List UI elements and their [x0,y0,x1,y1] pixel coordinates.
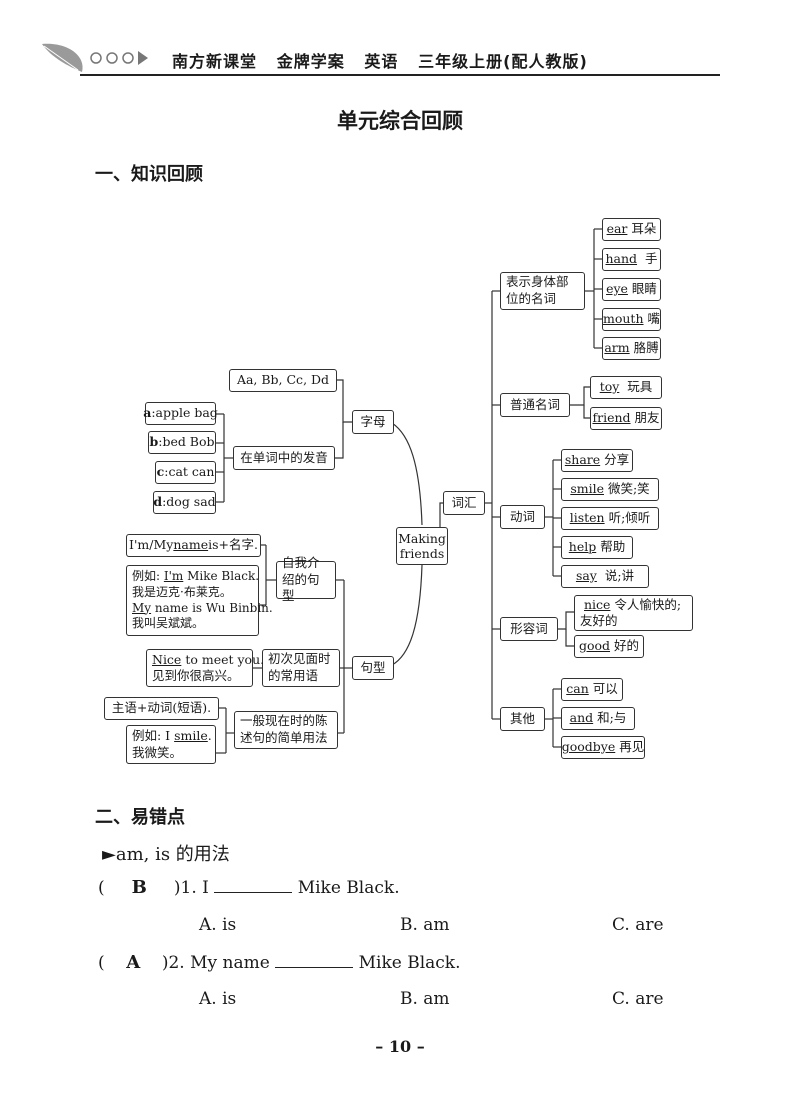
question-2: ( A )2. My name Mike Black. [98,952,461,973]
feather-logo-icon [42,43,148,72]
section-heading-mistakes: 二、易错点 [95,807,185,828]
word-toy: toy 玩具 [590,376,662,399]
topic-am-is: ►am, is 的用法 [102,844,230,865]
simple-present-example: 例如: I smile. 我微笑。 [126,725,216,764]
answer-1: B [131,877,147,898]
mind-map-connectors [216,228,602,754]
question-1: ( B )1. I Mike Black. [98,877,400,898]
q2-option-c: C. are [612,989,664,1009]
sound-d: d:dog sad [153,491,216,514]
word-good: good 好的 [574,635,644,658]
simple-present-pattern: 主语+动词(短语). [104,697,219,720]
header-divider [80,74,720,76]
blank-2[interactable] [275,953,354,968]
page-number: – 10 – [375,1037,425,1056]
root-node-making-friends: Making friends [396,527,448,565]
node-letter-sounds: 在单词中的发音 [233,446,335,470]
word-eye: eye 眼睛 [602,278,661,301]
letters-list: Aa, Bb, Cc, Dd [229,369,337,392]
node-self-intro: 自我介绍的句型 [276,555,336,603]
word-hand: hand 手 [602,248,661,271]
sound-a: a:apple bag [143,402,218,425]
q2-option-b: B. am [400,989,450,1009]
word-smile: smile 微笑;笑 [561,478,659,501]
self-intro-example: 例如: I'm Mike Black. 我是迈克·布莱克。 My name is… [126,565,273,636]
word-goodbye: goodbye 再见 [561,736,645,759]
first-meeting-example: Nice to meet you. 见到你很高兴。 [146,649,264,687]
word-listen: listen 听;倾听 [561,507,659,530]
node-sentences: 句型 [352,656,394,680]
node-verbs: 动词 [500,505,545,529]
q1-option-c: C. are [612,915,664,935]
node-body-parts: 表示身体部位的名词 [500,272,585,310]
q1-option-b: B. am [400,915,450,935]
node-common-nouns: 普通名词 [500,393,570,417]
answer-2: A [126,952,141,973]
sound-b: b:bed Bob [148,431,216,454]
word-ear: ear 耳朵 [602,218,661,241]
section-heading-review: 一、知识回顾 [95,164,203,185]
mind-map: Making friends 词汇 表示身体部位的名词 ear 耳朵 hand … [0,205,800,780]
page-title: 单元综合回顾 [337,109,463,133]
word-and: and 和;与 [561,707,635,730]
node-adjectives: 形容词 [500,617,558,641]
word-can: can 可以 [561,678,623,701]
word-help: help 帮助 [561,536,633,559]
q1-option-a: A. is [199,915,237,935]
blank-1[interactable] [214,878,293,893]
self-intro-pattern: I'm/My name is+名字. [126,534,261,557]
word-say: say 说;讲 [561,565,649,588]
node-first-meeting: 初次见面时的常用语 [262,649,340,687]
word-share: share 分享 [561,449,633,472]
node-letters: 字母 [352,410,394,434]
page-header: 南方新课堂 金牌学案 英语 三年级上册(配人教版) [0,38,800,84]
word-mouth: mouth 嘴 [602,308,661,331]
header-title: 南方新课堂 金牌学案 英语 三年级上册(配人教版) [172,52,588,71]
q2-option-a: A. is [199,989,237,1009]
node-vocabulary: 词汇 [443,491,485,515]
node-others: 其他 [500,707,545,731]
word-arm: arm 胳膊 [602,337,661,360]
node-simple-present: 一般现在时的陈述句的简单用法 [234,711,338,749]
sound-c: c:cat can [155,461,216,484]
word-nice: nice 令人愉快的;友好的 [574,595,693,631]
word-friend: friend 朋友 [590,407,662,430]
